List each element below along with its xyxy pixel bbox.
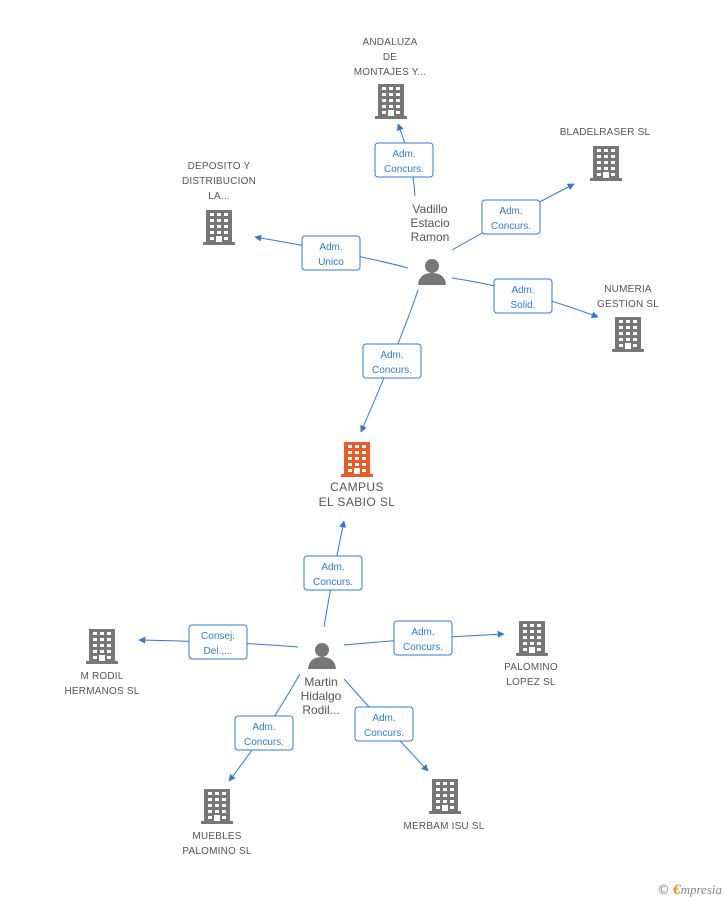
- edge-vadillo-bladelraser[interactable]: Adm. Concurs.: [451, 183, 575, 251]
- building-icon: [429, 779, 461, 814]
- edge-vadillo-deposito[interactable]: Adm. Unico: [254, 234, 409, 271]
- edge-label-box: [301, 235, 361, 271]
- node-label-line: Rodil...: [302, 703, 339, 717]
- edges-layer: Adm.Concurs.Adm.Concurs.Adm.UnicoAdm.Sol…: [138, 123, 599, 782]
- edge-label-line: Concurs.: [364, 728, 404, 739]
- copyright-icon: ©: [656, 883, 670, 898]
- node-label-line: PALOMINO: [504, 662, 558, 673]
- node-label-line: Hidalgo: [301, 689, 342, 703]
- edge-label-line: Adm.: [252, 722, 275, 733]
- edge-label-box: [493, 278, 553, 314]
- edge-label-box: [374, 142, 434, 178]
- edge-martin-palomino_lopez[interactable]: Adm. Concurs.: [343, 620, 505, 656]
- edge-vadillo-focus[interactable]: Adm. Concurs.: [360, 289, 422, 433]
- edge-martin-focus[interactable]: Adm. Concurs.: [303, 520, 363, 628]
- edge-label-line: Concurs.: [384, 164, 424, 175]
- edge-label-box: [188, 624, 248, 660]
- company-node-deposito[interactable]: DEPOSITO Y DISTRIBUCION LA...: [182, 161, 256, 245]
- node-label-line: DEPOSITO Y: [188, 161, 251, 172]
- building-icon: [612, 317, 644, 352]
- empresia-brand[interactable]: © €mpresia: [657, 882, 722, 899]
- edge-label-line: Concurs.: [403, 642, 443, 653]
- edge-label-line: Adm.: [380, 350, 403, 361]
- edge-label-line: Adm.: [372, 713, 395, 724]
- edge-label-line: Del.,...: [204, 646, 233, 657]
- building-icon: [375, 84, 407, 119]
- edge-label-line: Concurs.: [491, 221, 531, 232]
- brand-initial: €: [673, 882, 681, 898]
- person-icon: [308, 643, 336, 669]
- building-icon: [341, 442, 373, 477]
- edge-label-line: Adm.: [411, 627, 434, 638]
- node-label-line: LA...: [208, 191, 230, 202]
- company-node-mrodil[interactable]: M RODIL HERMANOS SL: [65, 629, 140, 697]
- edge-label-line: Adm.: [321, 562, 344, 573]
- building-icon: [516, 621, 548, 656]
- node-label-line: ANDALUZA: [363, 37, 418, 48]
- edge-martin-merbam[interactable]: Adm. Concurs.: [343, 678, 429, 772]
- edge-vadillo-numeria[interactable]: Adm. Solid.: [451, 277, 599, 319]
- node-label-line: HERMANOS SL: [65, 686, 140, 697]
- edge-label-line: Adm.: [319, 242, 342, 253]
- company-node-numeria[interactable]: NUMERIA GESTION SL: [597, 284, 659, 352]
- node-label-line: CAMPUS: [330, 480, 384, 494]
- node-label-line: PALOMINO SL: [182, 846, 251, 857]
- node-label-line: Ramon: [411, 230, 450, 244]
- building-icon: [590, 146, 622, 181]
- node-label-line: M RODIL: [80, 671, 123, 682]
- edge-label-line: Solid.: [510, 300, 535, 311]
- node-label-line: Estacio: [410, 216, 450, 230]
- edge-label-line: Adm.: [499, 206, 522, 217]
- node-label-line: BLADELRASER SL: [560, 127, 651, 138]
- node-label-line: NUMERIA: [604, 284, 652, 295]
- edge-martin-muebles[interactable]: Adm. Concurs.: [228, 673, 301, 782]
- node-label-line: MONTAJES Y...: [354, 67, 427, 78]
- edge-label-box: [481, 199, 541, 235]
- edge-label-box: [362, 343, 422, 379]
- company-node-muebles[interactable]: MUEBLES PALOMINO SL: [182, 789, 252, 857]
- edge-vadillo-andaluza[interactable]: Adm. Concurs.: [374, 123, 434, 197]
- edge-label-line: Concurs.: [244, 737, 284, 748]
- node-label-line: GESTION SL: [597, 299, 659, 310]
- person-icon: [418, 259, 446, 285]
- edge-label-line: Adm.: [392, 149, 415, 160]
- company-node-palomino_lopez[interactable]: PALOMINO LOPEZ SL: [504, 621, 558, 688]
- edge-label-line: Concurs.: [372, 365, 412, 376]
- node-label-line: DISTRIBUCION: [182, 176, 256, 187]
- edge-label-line: Unico: [318, 257, 344, 268]
- company-node-merbam[interactable]: MERBAM ISU SL: [404, 779, 485, 832]
- edge-label-line: Consej.: [201, 631, 235, 642]
- person-node-martin[interactable]: MartinHidalgoRodil...: [301, 643, 342, 717]
- edge-label-box: [354, 706, 414, 742]
- node-label-line: DE: [383, 52, 397, 63]
- company-node-andaluza[interactable]: ANDALUZA DE MONTAJES Y...: [354, 37, 427, 119]
- edge-label-line: Adm.: [511, 285, 534, 296]
- edge-label-line: Concurs.: [313, 577, 353, 588]
- edge-label-box: [303, 555, 363, 591]
- edge-martin-mrodil[interactable]: Consej. Del.,...: [138, 624, 299, 660]
- building-icon: [86, 629, 118, 664]
- node-label-line: Martin: [304, 675, 337, 689]
- company-node-bladelraser[interactable]: BLADELRASER SL: [560, 127, 651, 181]
- node-label-line: EL SABIO SL: [319, 495, 396, 509]
- building-icon: [201, 789, 233, 824]
- node-label-line: MUEBLES: [192, 831, 241, 842]
- edge-label-box: [234, 715, 294, 751]
- node-label-line: MERBAM ISU SL: [404, 821, 485, 832]
- node-label-line: LOPEZ SL: [506, 677, 556, 688]
- building-icon: [203, 210, 235, 245]
- edge-label-box: [393, 620, 453, 656]
- brand-name: mpresia: [680, 882, 722, 897]
- node-label-line: Vadillo: [412, 202, 447, 216]
